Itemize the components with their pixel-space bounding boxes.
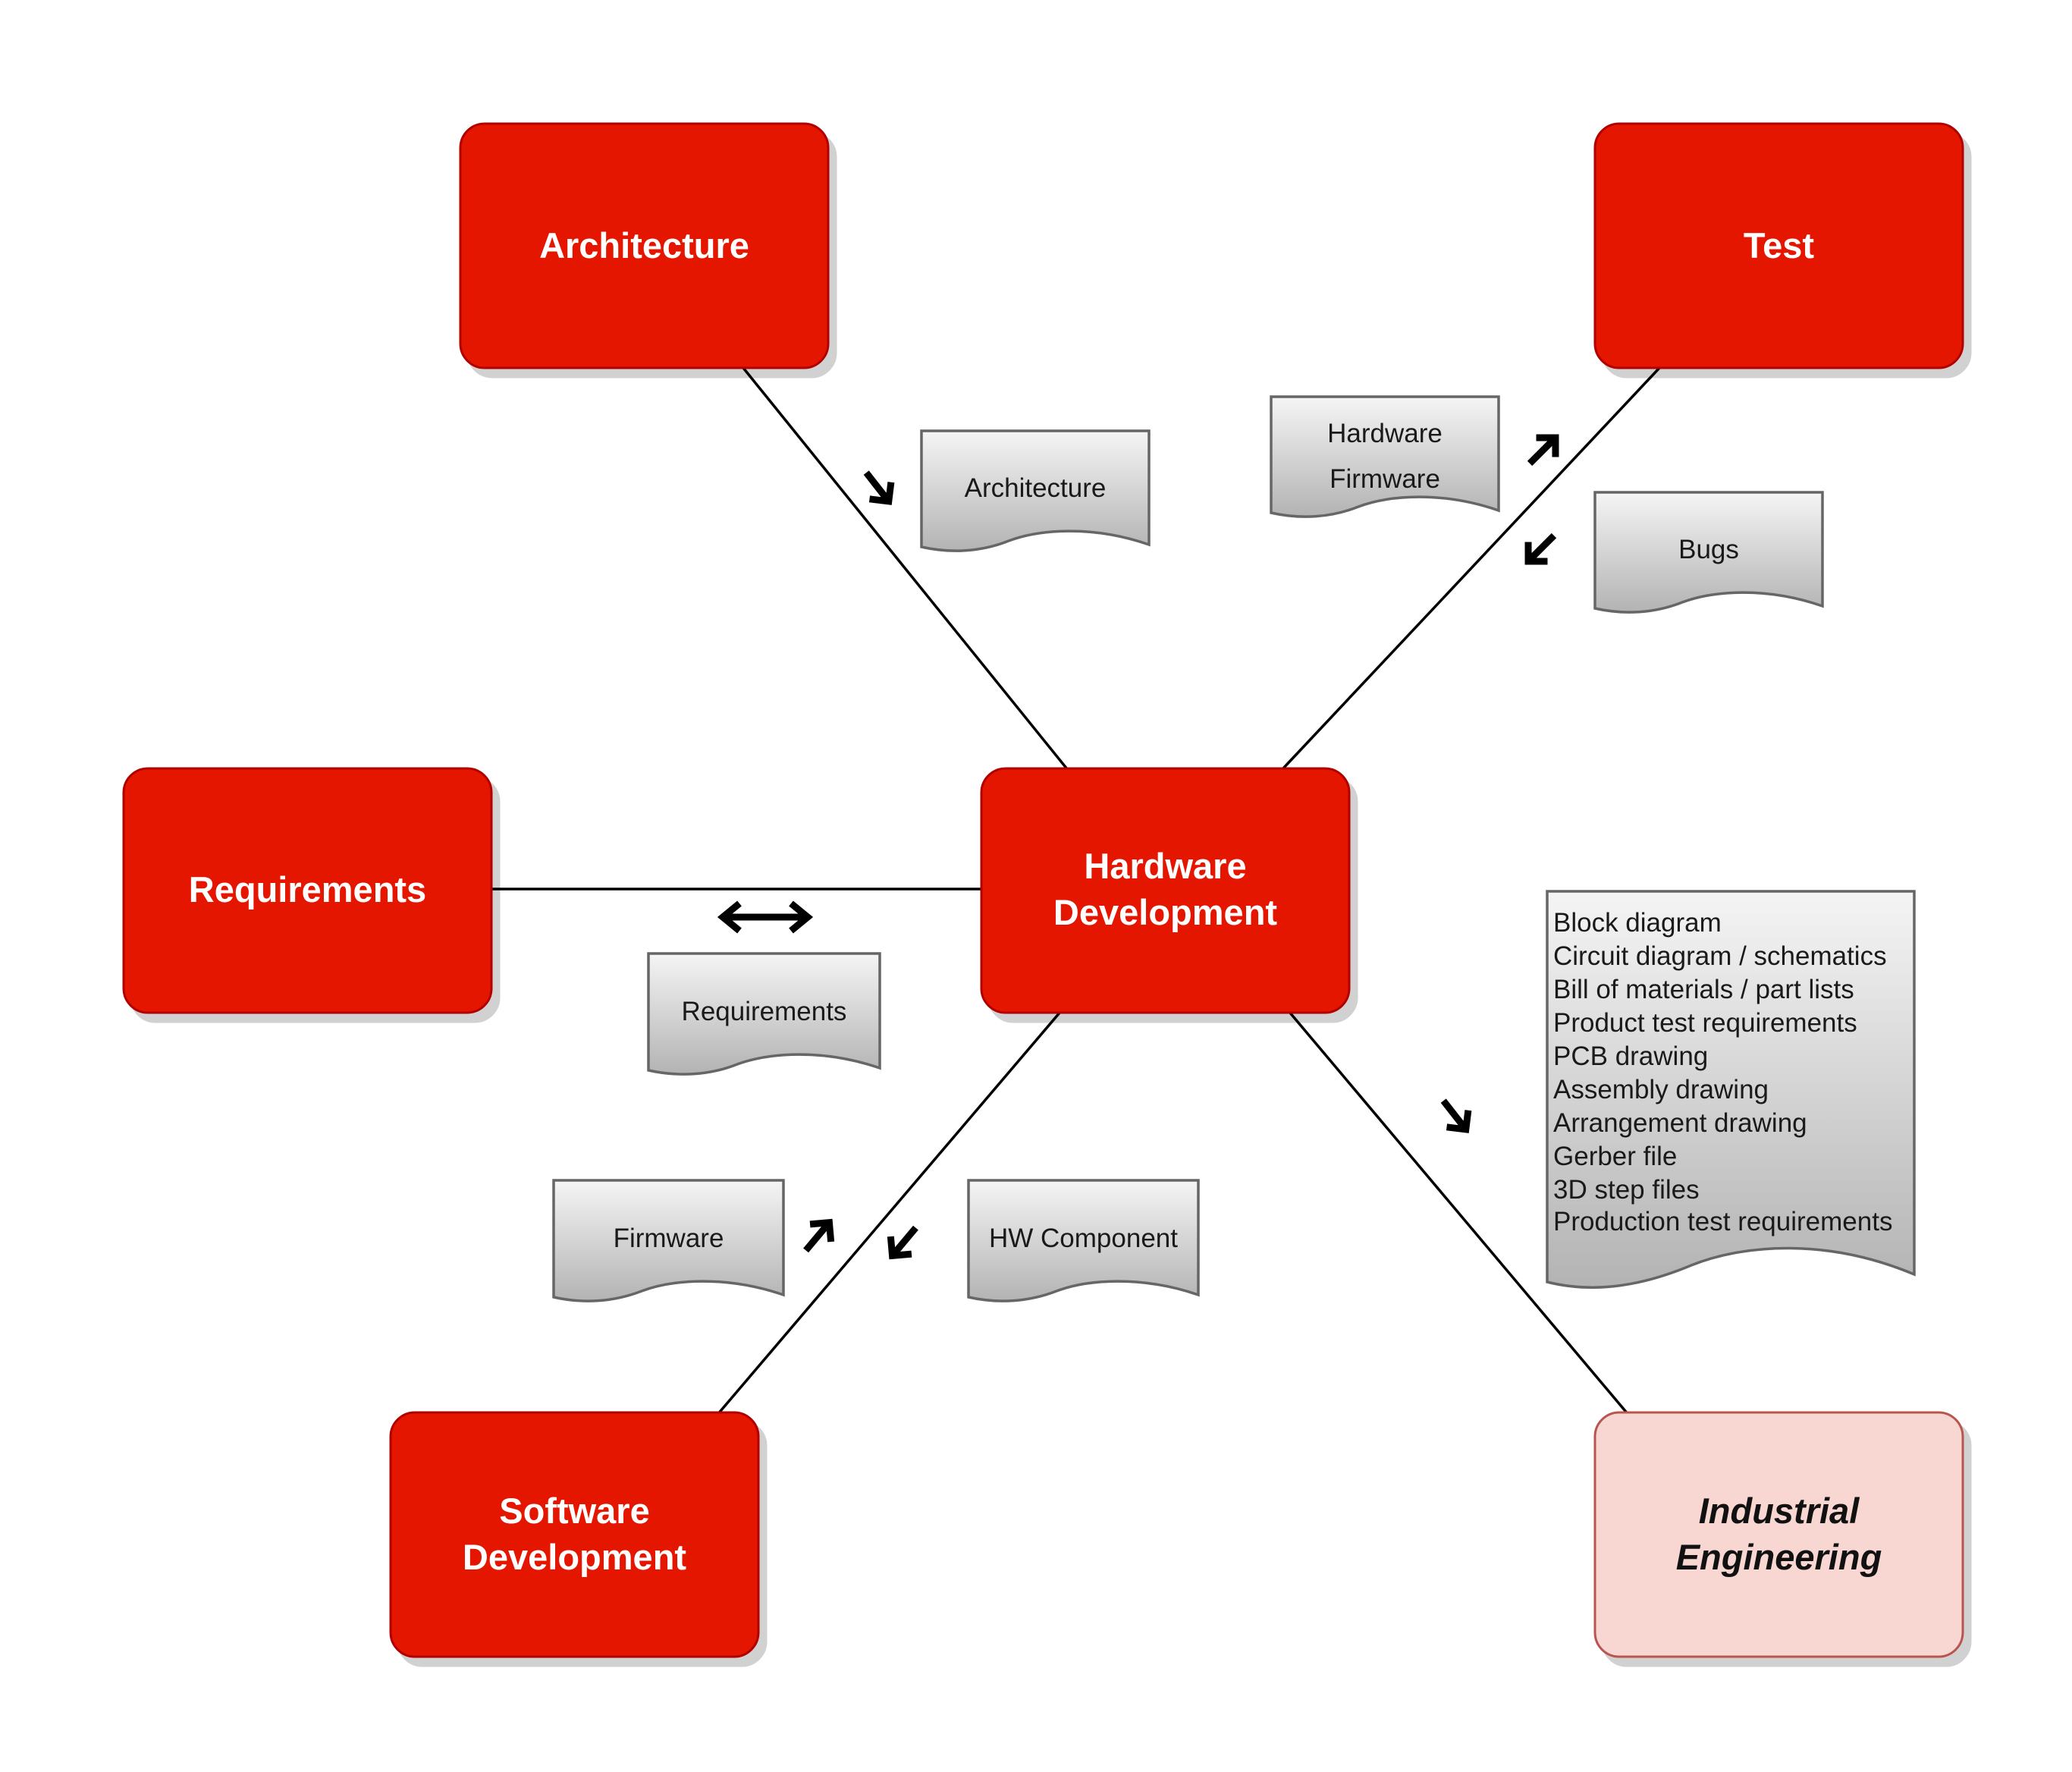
node-software-development[interactable]: Software Development bbox=[389, 1411, 760, 1658]
node-requirements[interactable]: Requirements bbox=[122, 767, 493, 1014]
doc-architecture-label: Architecture bbox=[965, 473, 1107, 503]
deliverable-item: Circuit diagram / schematics bbox=[1553, 941, 1887, 971]
doc-hardware-label: Hardware bbox=[1327, 419, 1443, 448]
doc-hw-component[interactable]: HW Component bbox=[967, 1179, 1200, 1302]
node-test[interactable]: Test bbox=[1593, 122, 1964, 369]
deliverables-list: Block diagram Circuit diagram / schemati… bbox=[1553, 908, 1892, 1236]
node-hardware-development-label-1: Hardware bbox=[1084, 846, 1246, 886]
doc-firmware-to-test-label: Firmware bbox=[1330, 464, 1440, 494]
deliverable-item: Product test requirements bbox=[1553, 1008, 1857, 1038]
node-industrial-engineering-label-2: Engineering bbox=[1676, 1537, 1882, 1577]
connector-hardware-industrial bbox=[1288, 1010, 1631, 1417]
doc-firmware-label: Firmware bbox=[614, 1224, 724, 1253]
arrow-to-software-icon bbox=[882, 1219, 926, 1265]
doc-requirements-label: Requirements bbox=[682, 997, 847, 1026]
flow-arrows bbox=[717, 428, 1565, 1265]
arrow-to-industrial-icon bbox=[1433, 1092, 1477, 1138]
connector-architecture-hardware bbox=[742, 366, 1069, 771]
deliverable-item: 3D step files bbox=[1553, 1175, 1700, 1205]
deliverable-item: Block diagram bbox=[1553, 908, 1722, 938]
node-architecture[interactable]: Architecture bbox=[459, 122, 830, 369]
arrow-to-test-icon bbox=[1520, 428, 1565, 473]
arrow-to-hardware-from-software-icon bbox=[796, 1214, 840, 1259]
node-software-development-label-2: Development bbox=[463, 1537, 686, 1577]
arrow-from-test-icon bbox=[1518, 526, 1563, 570]
node-industrial-engineering-label-1: Industrial bbox=[1699, 1491, 1860, 1531]
connector-hardware-software bbox=[715, 1010, 1062, 1417]
deliverable-item: Bill of materials / part lists bbox=[1553, 975, 1854, 1004]
arrow-to-hardware-from-architecture-icon bbox=[855, 464, 899, 510]
node-test-label: Test bbox=[1744, 225, 1814, 265]
node-requirements-label: Requirements bbox=[189, 869, 426, 910]
doc-hw-component-label: HW Component bbox=[989, 1224, 1178, 1253]
connectors bbox=[491, 366, 1661, 1417]
deliverable-item: Assembly drawing bbox=[1553, 1075, 1769, 1104]
doc-hardware-firmware[interactable]: Hardware Firmware bbox=[1270, 395, 1500, 518]
doc-deliverables[interactable]: Block diagram Circuit diagram / schemati… bbox=[1546, 890, 1916, 1289]
node-architecture-label: Architecture bbox=[539, 225, 749, 265]
deliverable-item: Gerber file bbox=[1553, 1142, 1677, 1171]
deliverable-item: Arrangement drawing bbox=[1553, 1108, 1807, 1138]
connector-test-hardware bbox=[1280, 366, 1661, 771]
doc-requirements[interactable]: Requirements bbox=[647, 952, 881, 1076]
node-hardware-development-label-2: Development bbox=[1053, 892, 1277, 932]
doc-architecture[interactable]: Architecture bbox=[920, 429, 1151, 552]
node-software-development-label-1: Software bbox=[499, 1491, 650, 1531]
doc-bugs-label: Bugs bbox=[1678, 535, 1739, 564]
doc-bugs[interactable]: Bugs bbox=[1593, 491, 1824, 614]
deliverable-item: Production test requirements bbox=[1553, 1207, 1892, 1236]
node-hardware-development[interactable]: Hardware Development bbox=[980, 767, 1351, 1014]
node-industrial-engineering[interactable]: Industrial Engineering bbox=[1593, 1411, 1964, 1658]
doc-firmware[interactable]: Firmware bbox=[552, 1179, 785, 1302]
double-arrow-requirements-icon bbox=[717, 900, 814, 934]
deliverable-item: PCB drawing bbox=[1553, 1042, 1708, 1071]
